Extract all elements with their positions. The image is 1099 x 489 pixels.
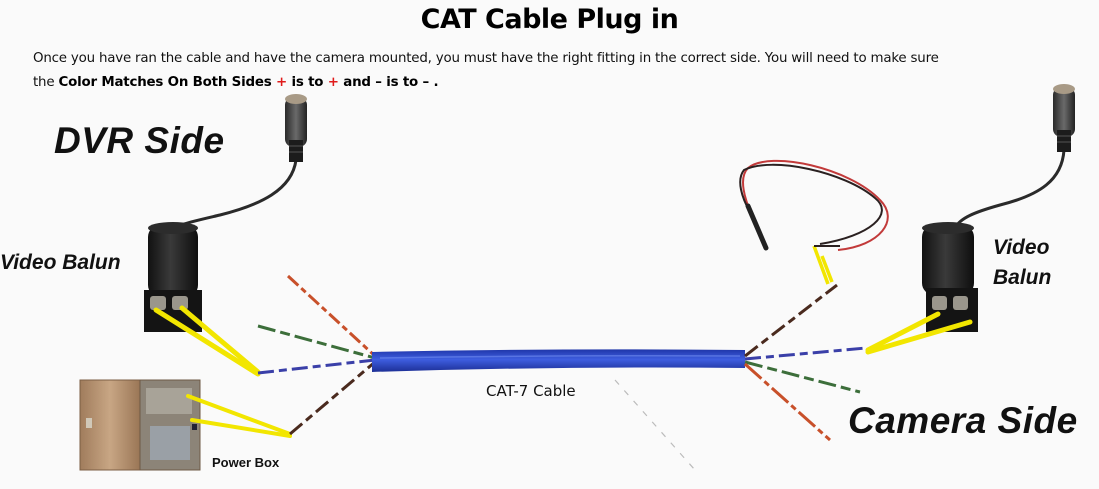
camera-balun-connector-highlight <box>865 311 973 355</box>
camera-power-pigtail <box>739 159 889 285</box>
is-to-text: is to <box>287 75 328 90</box>
left-wire-fanout <box>257 274 377 436</box>
intro-line-2: the Color Matches On Both Sides + is to … <box>33 71 1093 95</box>
camera-video-balun <box>922 222 978 332</box>
right-wire-fanout <box>744 283 867 442</box>
dvr-bnc-connector <box>168 94 307 234</box>
video-balun-right-line2: Balun <box>993 266 1052 289</box>
cat7-cable <box>372 349 745 372</box>
power-box-label: Power Box <box>212 455 280 470</box>
color-match-emphasis: Color Matches On Both Sides <box>58 75 276 90</box>
camera-bnc-connector <box>953 84 1075 229</box>
camera-side-label: Camera Side <box>848 400 1078 441</box>
video-balun-right-line1: Video <box>993 236 1050 259</box>
page-title: CAT Cable Plug in <box>420 4 679 35</box>
dvr-balun-connector-highlight <box>153 305 261 377</box>
intro-paragraph: Once you have ran the cable and have the… <box>33 47 1093 95</box>
minus-rule-text: and – is to – . <box>338 75 439 90</box>
dvr-side-label: DVR Side <box>54 120 225 161</box>
intro-prefix: the <box>33 75 59 90</box>
power-box <box>79 379 201 471</box>
background-scratch <box>614 379 696 471</box>
video-balun-left-label: Video Balun <box>0 251 121 274</box>
power-box-connector-highlight <box>186 394 292 438</box>
plus-symbol: + <box>327 75 339 90</box>
video-balun-right-label: Video Balun <box>993 233 1051 293</box>
cable-label: CAT-7 Cable <box>486 382 576 400</box>
plus-symbol: + <box>275 75 288 90</box>
intro-line-1: Once you have ran the cable and have the… <box>33 51 939 66</box>
